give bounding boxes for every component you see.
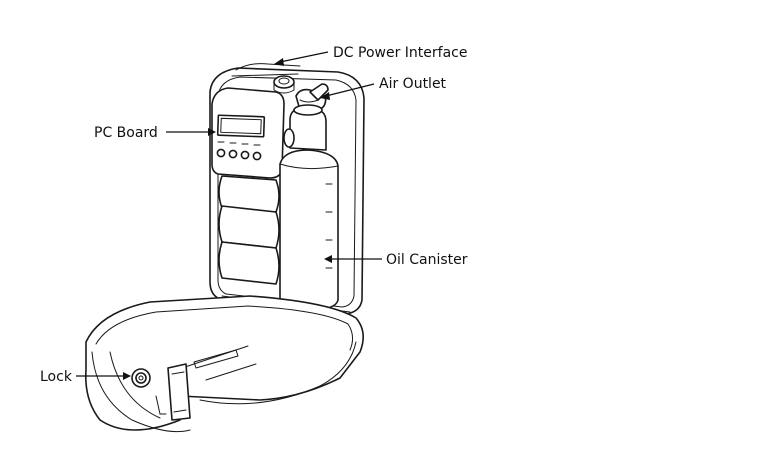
label-pc-board: PC Board bbox=[94, 125, 158, 141]
callout-pc-board: PC Board bbox=[94, 125, 216, 141]
callout-air-outlet: Air Outlet bbox=[320, 76, 447, 100]
oil-canister-bottle bbox=[279, 104, 339, 311]
callout-lock: Lock bbox=[40, 369, 131, 385]
pc-board-module bbox=[211, 87, 285, 179]
internal-cylinders bbox=[218, 175, 280, 285]
label-lock: Lock bbox=[40, 369, 73, 385]
lcd-display bbox=[216, 114, 266, 138]
control-buttons bbox=[216, 148, 262, 161]
front-cover bbox=[84, 295, 364, 433]
lock-keyhole bbox=[131, 368, 151, 388]
label-air-outlet: Air Outlet bbox=[379, 76, 447, 92]
callout-oil-canister: Oil Canister bbox=[324, 252, 468, 268]
callout-dc-power-interface: DC Power Interface bbox=[274, 45, 467, 66]
label-dc-power-interface: DC Power Interface bbox=[333, 45, 467, 61]
label-oil-canister: Oil Canister bbox=[386, 252, 468, 268]
